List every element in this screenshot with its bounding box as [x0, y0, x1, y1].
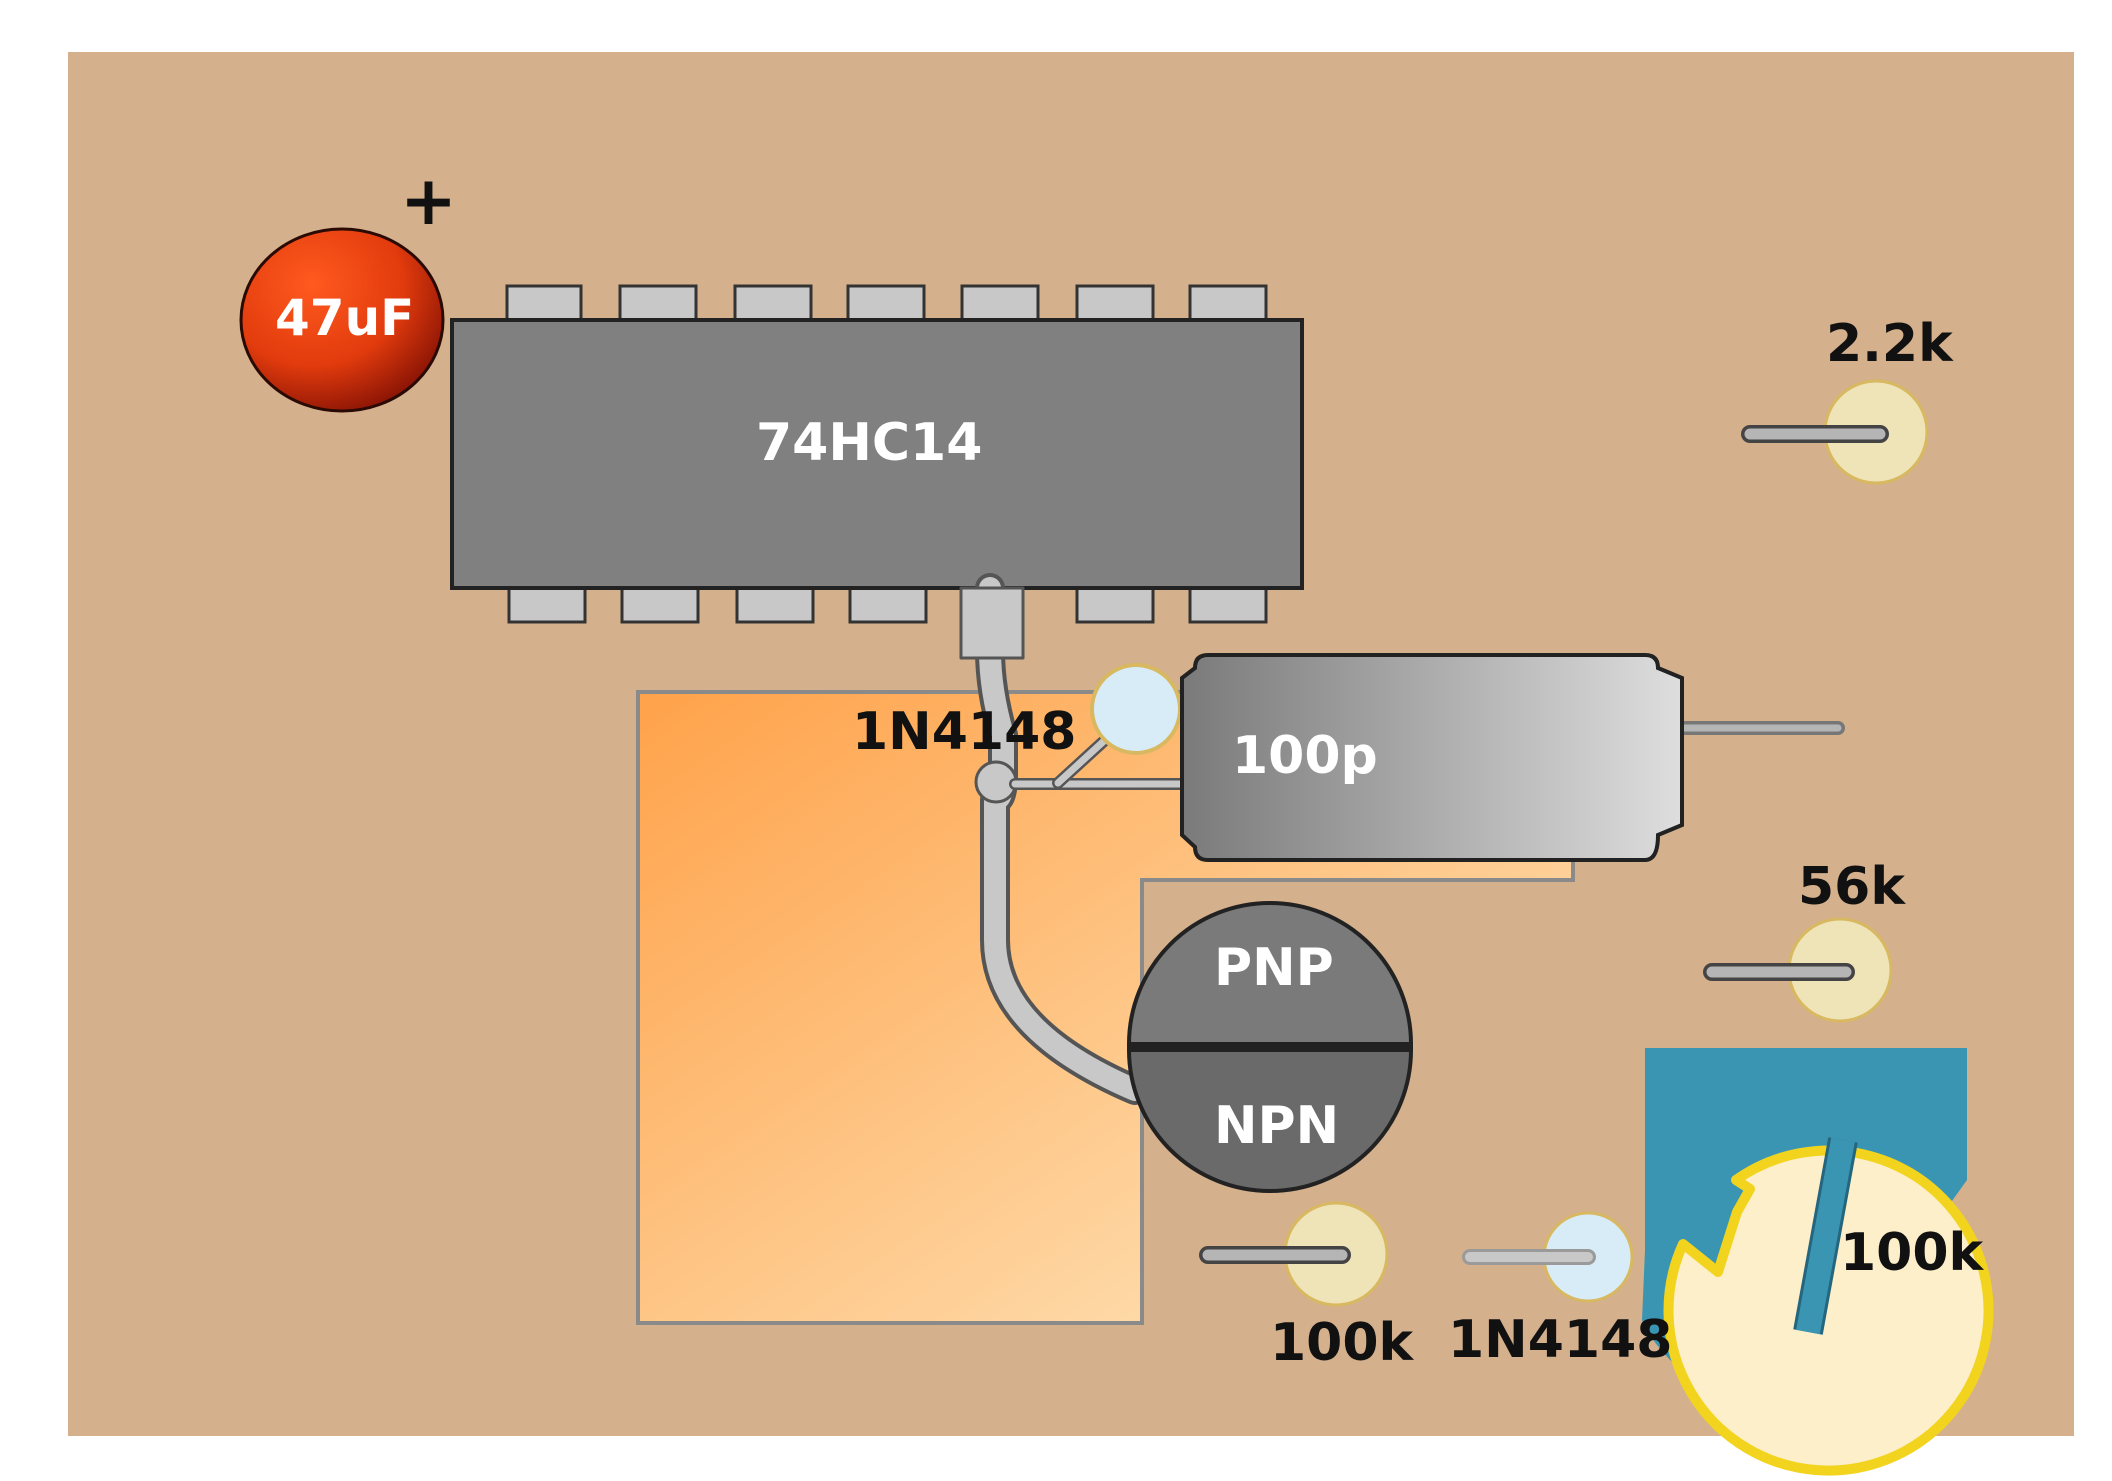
resistor-r3 [1199, 1201, 1389, 1307]
electrolytic-cap-polarity: + [400, 162, 457, 241]
potentiometer [1642, 1048, 1994, 1476]
film-capacitor-label: 100p [1232, 726, 1378, 786]
electrolytic-cap-body [239, 227, 445, 413]
ic-label: 74HC14 [756, 413, 983, 473]
resistor-r1-label: 2.2k [1826, 314, 1953, 374]
potentiometer-label: 100k [1840, 1223, 1984, 1283]
diode-d2 [1462, 1211, 1634, 1303]
resistor-r3-label: 100k [1270, 1313, 1414, 1373]
ic-bottom-pins [507, 584, 1268, 624]
resistor-r1 [1741, 379, 1929, 485]
ic-top-pins [505, 284, 1268, 324]
transistor [1126, 901, 1414, 1193]
diode-d2-label: 1N4148 [1448, 1310, 1673, 1370]
ic-body [450, 318, 1304, 590]
transistor-npn-label: NPN [1214, 1096, 1340, 1156]
resistor-r2 [1703, 917, 1893, 1023]
film-capacitor-body [1180, 653, 1684, 862]
resistor-r2-label: 56k [1798, 857, 1905, 917]
diode-d1-label: 1N4148 [852, 702, 1077, 762]
transistor-pnp-label: PNP [1214, 938, 1334, 998]
electrolytic-cap-label: 47uF [275, 289, 415, 347]
trace [959, 573, 1196, 1105]
diode-d1-body [1090, 663, 1182, 755]
